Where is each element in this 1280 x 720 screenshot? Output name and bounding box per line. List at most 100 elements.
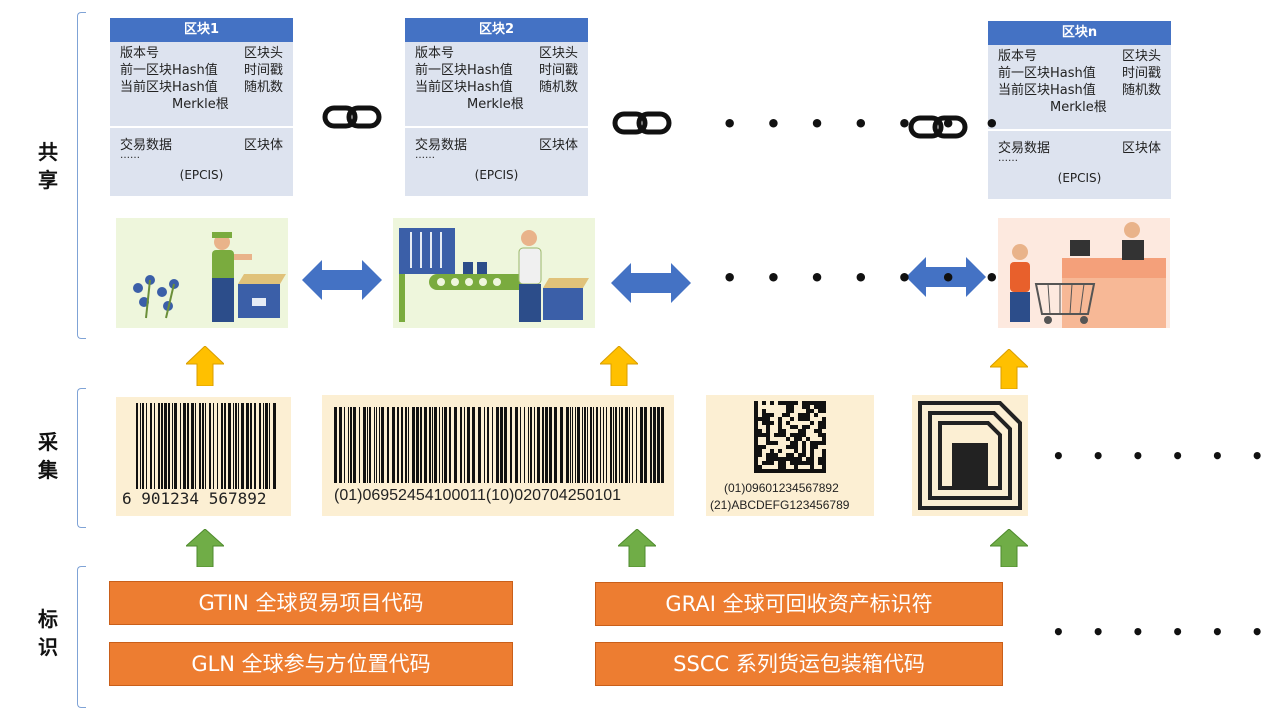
datamatrix-module bbox=[782, 469, 786, 473]
datamatrix-module bbox=[794, 469, 798, 473]
prev-hash-label: 前一区块Hash值 bbox=[415, 63, 513, 78]
datamatrix-symbol bbox=[754, 401, 826, 473]
datamatrix-module bbox=[754, 421, 758, 425]
barcode-bar bbox=[339, 407, 342, 483]
datamatrix-module bbox=[766, 433, 770, 437]
datamatrix-module bbox=[754, 449, 758, 453]
epcis-label: (EPCIS) bbox=[179, 168, 224, 182]
nonce-label: 随机数 bbox=[243, 80, 283, 95]
datamatrix-module bbox=[806, 417, 810, 421]
datamatrix-module bbox=[818, 409, 822, 413]
datamatrix-module bbox=[810, 449, 814, 453]
block-header-section: 版本号 前一区块Hash值 当前区块Hash值 区块头 时间戳 随机数 Merk… bbox=[988, 45, 1171, 129]
datamatrix-module bbox=[822, 433, 826, 437]
datamatrix-module bbox=[806, 413, 810, 417]
datamatrix-module bbox=[798, 417, 802, 421]
block-header-left: 版本号 前一区块Hash值 当前区块Hash值 bbox=[415, 45, 513, 96]
datamatrix-module bbox=[802, 417, 806, 421]
barcode-bar bbox=[259, 403, 261, 489]
barcode-bar bbox=[515, 407, 518, 483]
datamatrix-module bbox=[786, 437, 790, 441]
datamatrix-module bbox=[818, 429, 822, 433]
datamatrix-module bbox=[802, 433, 806, 437]
barcode-bar bbox=[195, 403, 196, 489]
barcode-bar bbox=[644, 407, 647, 483]
up-arrow-icon bbox=[186, 529, 224, 567]
barcode-bar bbox=[381, 407, 384, 483]
datamatrix-module bbox=[786, 413, 790, 417]
barcode-bar bbox=[464, 407, 465, 483]
barcode-bar bbox=[233, 403, 234, 489]
merkle-label: Merkle根 bbox=[172, 97, 229, 112]
nonce-label: 随机数 bbox=[1121, 83, 1161, 98]
datamatrix-code: (01)09601234567892 (21)ABCDEFG123456789 bbox=[706, 395, 874, 516]
datamatrix-module bbox=[810, 469, 814, 473]
datamatrix-module bbox=[778, 421, 782, 425]
barcode-bar bbox=[202, 403, 204, 489]
datamatrix-module bbox=[814, 413, 818, 417]
barcode-bar bbox=[424, 407, 427, 483]
datamatrix-module bbox=[766, 429, 770, 433]
datamatrix-module bbox=[758, 453, 762, 457]
datamatrix-module bbox=[766, 413, 770, 417]
datamatrix-module bbox=[770, 401, 774, 405]
barcode-bar bbox=[625, 407, 628, 483]
datamatrix-module bbox=[790, 405, 794, 409]
collect-label: 采集 bbox=[36, 428, 60, 484]
barcode-bar bbox=[205, 403, 206, 489]
barcode-bar bbox=[496, 407, 499, 483]
barcode-bar bbox=[392, 407, 395, 483]
datamatrix-module bbox=[794, 425, 798, 429]
chain-link-icon bbox=[612, 111, 672, 135]
up-arrow-icon bbox=[990, 349, 1028, 389]
barcode-bar bbox=[640, 407, 643, 483]
datamatrix-module bbox=[802, 413, 806, 417]
barcode-bar bbox=[632, 407, 633, 483]
barcode-bar bbox=[650, 407, 652, 483]
datamatrix-module bbox=[754, 429, 758, 433]
header-label: 区块头 bbox=[1121, 49, 1161, 64]
barcode-bar bbox=[228, 403, 231, 489]
datamatrix-module bbox=[822, 461, 826, 465]
datamatrix-module bbox=[754, 453, 758, 457]
barcode-bar bbox=[606, 407, 607, 483]
curr-hash-label: 当前区块Hash值 bbox=[415, 80, 513, 95]
datamatrix-module bbox=[778, 449, 782, 453]
barcode-bar bbox=[136, 403, 138, 489]
datamatrix-module bbox=[754, 469, 758, 473]
datamatrix-module bbox=[766, 417, 770, 421]
datamatrix-module bbox=[818, 441, 822, 445]
barcode-bar bbox=[412, 407, 415, 483]
barcode-bar bbox=[213, 403, 214, 489]
datamatrix-module bbox=[802, 429, 806, 433]
block-divider bbox=[988, 129, 1171, 131]
barcode-bar bbox=[235, 403, 237, 489]
identify-label-text: 标识 bbox=[38, 607, 58, 659]
datamatrix-module bbox=[818, 433, 822, 437]
barcode-bar bbox=[575, 407, 576, 483]
datamatrix-module bbox=[770, 449, 774, 453]
datamatrix-module bbox=[822, 457, 826, 461]
barcode-bar bbox=[353, 407, 356, 483]
block-ellipsis: • • • • • • • bbox=[722, 110, 1010, 138]
prev-hash-label: 前一区块Hash值 bbox=[120, 63, 218, 78]
barcode-bar bbox=[161, 403, 163, 489]
tx-ellipsis: …… bbox=[120, 150, 140, 161]
barcode-bar bbox=[387, 407, 389, 483]
datamatrix-module bbox=[814, 445, 818, 449]
datamatrix-module bbox=[822, 453, 826, 457]
block-1: 区块1 版本号 前一区块Hash值 当前区块Hash值 区块头 时间戳 随机数 … bbox=[110, 18, 293, 196]
datamatrix-module bbox=[758, 449, 762, 453]
collect-ellipsis: • • • • • • bbox=[1052, 444, 1274, 468]
datamatrix-module bbox=[810, 445, 814, 449]
barcode-bar bbox=[397, 407, 399, 483]
barcode-bar bbox=[460, 407, 462, 483]
barcode-bar bbox=[376, 407, 377, 483]
datamatrix-module bbox=[770, 461, 774, 465]
datamatrix-module bbox=[806, 457, 810, 461]
datamatrix-module bbox=[782, 401, 786, 405]
datamatrix-module bbox=[794, 461, 798, 465]
curr-hash-label: 当前区块Hash值 bbox=[998, 83, 1096, 98]
barcode-bar bbox=[572, 407, 573, 483]
datamatrix-module bbox=[790, 433, 794, 437]
